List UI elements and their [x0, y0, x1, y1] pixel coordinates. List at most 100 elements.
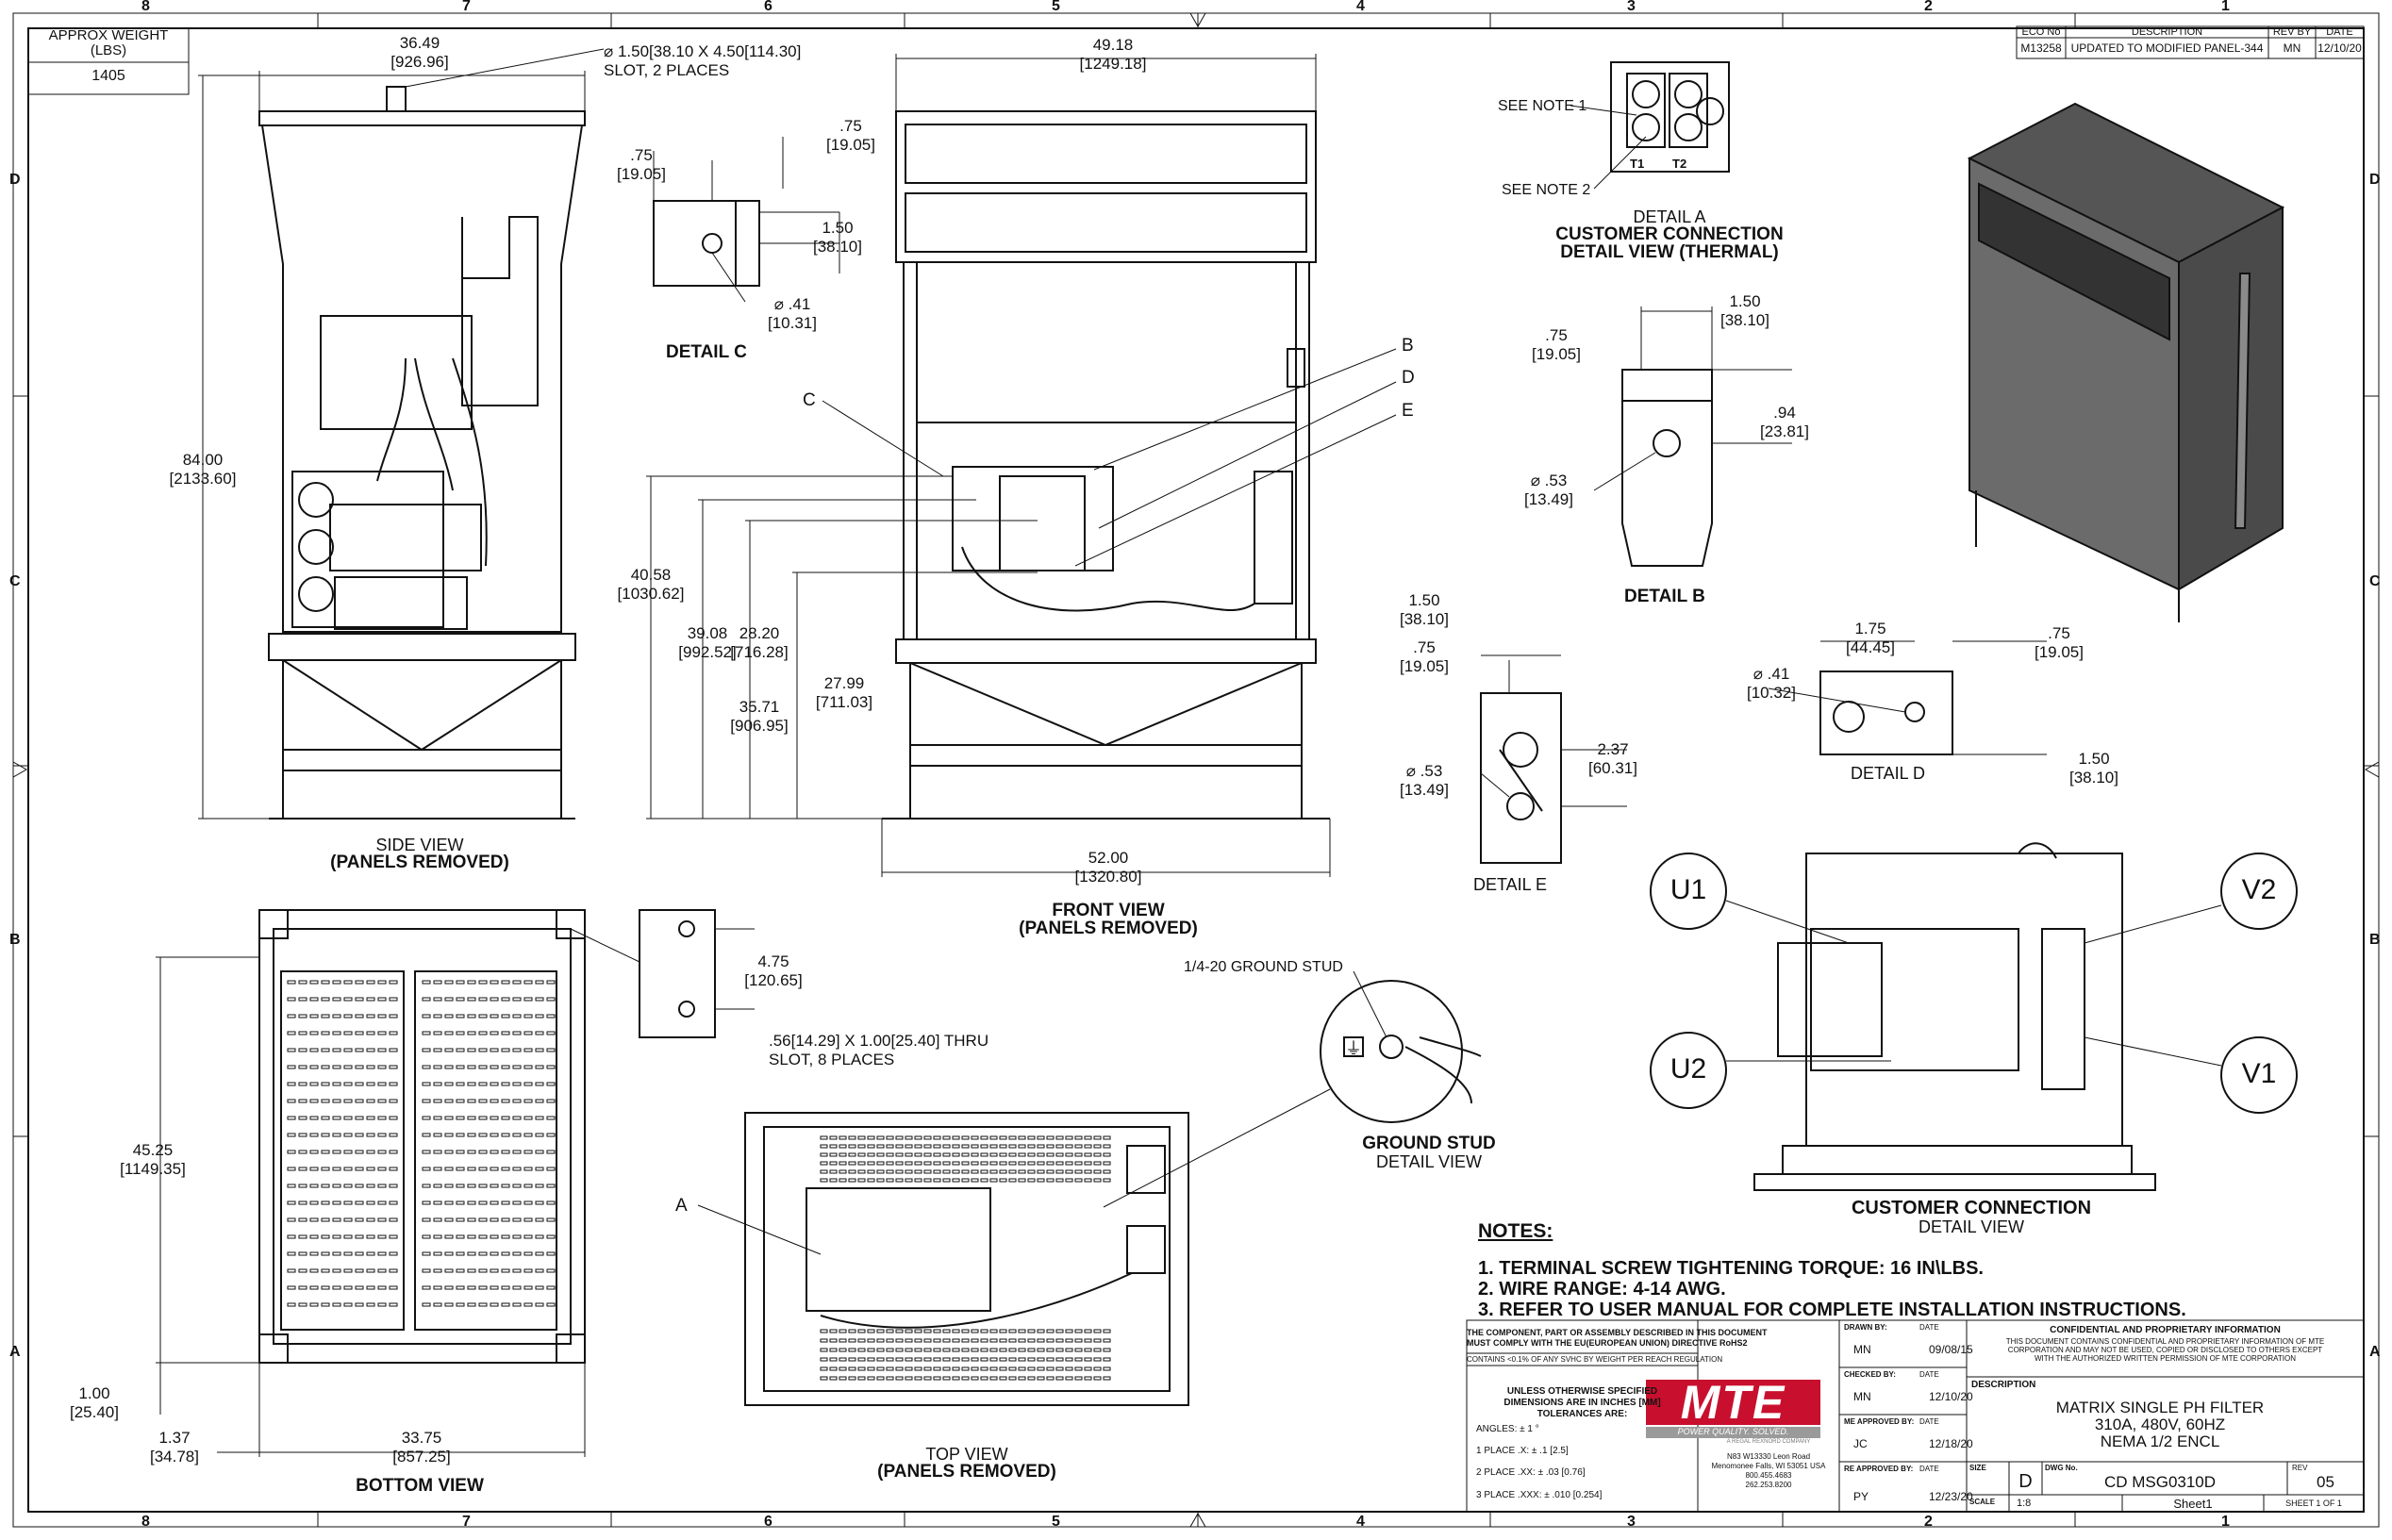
rev-header-description: DESCRIPTION — [2131, 26, 2203, 38]
see-note-1-label: SEE NOTE 1 — [1498, 98, 1587, 114]
ground-symbol-icon: ⏚ — [1345, 1039, 1362, 1058]
dim-bottom-100-mm: [25.40] — [70, 1403, 119, 1421]
zone-label-bottom-8: 8 — [141, 1514, 150, 1530]
detail-e-title: DETAIL E — [1473, 875, 1548, 894]
detail-a-line3: DETAIL VIEW (THERMAL) — [1560, 242, 1779, 262]
dim-detail-c-150-mm: [38.10] — [813, 238, 862, 256]
weight-label-line2: (LBS) — [90, 42, 127, 58]
detail-d-title: DETAIL D — [1851, 764, 1926, 783]
rev-header-rev-by: REV BY — [2272, 26, 2312, 38]
dim-height-28-mm: [716.28] — [730, 643, 789, 661]
dim-detail-e-75-mm: [19.05] — [1400, 657, 1449, 675]
revision-number: 05 — [2317, 1473, 2334, 1491]
top-view-subtitle: (PANELS REMOVED) — [877, 1462, 1056, 1482]
re-approved-label: RE APPROVED BY: — [1844, 1465, 1914, 1473]
side-view-title: SIDE VIEW — [375, 836, 464, 854]
zone-label-left-c: C — [9, 573, 21, 589]
tolerance-line-3: TOLERANCES ARE: — [1537, 1409, 1628, 1419]
drawing-size: D — [2018, 1471, 2033, 1492]
description-label: DESCRIPTION — [1971, 1380, 2036, 1390]
dim-detail-c-dia41-mm: [10.31] — [768, 314, 817, 332]
callout-a: A — [675, 1196, 688, 1216]
dim-detail-d-dia41-in: ⌀ .41 — [1752, 665, 1790, 683]
tolerance-line-2: DIMENSIONS ARE IN INCHES [MM] — [1503, 1398, 1661, 1408]
dim-front-base-in: 52.00 — [1088, 849, 1129, 867]
dim-detail-b-150-mm: [38.10] — [1720, 311, 1769, 329]
zone-label-right-d: D — [2369, 172, 2381, 188]
dim-height-40-in: 40.58 — [630, 566, 672, 584]
me-approved-date: 12/18/20 — [1929, 1437, 1973, 1450]
dim-detail-b-150-in: 1.50 — [1729, 292, 1761, 310]
dim-slot: ⌀ 1.50[38.10 X 4.50[114.30]SLOT, 2 PLACE… — [604, 42, 801, 80]
dim-detail-e-dia53-mm: [13.49] — [1400, 781, 1449, 799]
callout-b: B — [1402, 336, 1414, 356]
zone-label-top-6: 6 — [764, 0, 772, 14]
dim-height-35-mm: [906.95] — [730, 717, 789, 735]
rev-header-date: DATE — [2326, 26, 2353, 38]
re-approved-date: 12/23/20 — [1929, 1490, 1973, 1503]
tolerance-3-place: 3 PLACE .XXX: ± .010 [0.254] — [1476, 1490, 1603, 1500]
dim-detail-c-75a-mm: [19.05] — [617, 165, 666, 183]
drawing-number: CD MSG0310D — [2103, 1473, 2217, 1491]
address-line-1: N83 W13330 Leon Road — [1726, 1452, 1811, 1461]
dim-bottom-475: 4.75[120.65] — [736, 952, 811, 990]
zone-label-bottom-3: 3 — [1627, 1514, 1636, 1530]
rev-label: REV — [2292, 1464, 2308, 1472]
confidential-line-1: THIS DOCUMENT CONTAINS CONFIDENTIAL AND … — [2005, 1337, 2325, 1346]
dim-height-35-in: 35.71 — [739, 698, 780, 716]
dim-detail-d-150-mm: [38.10] — [2069, 769, 2118, 787]
zone-label-left-d: D — [9, 172, 21, 188]
dim-detail-e-237-mm: [60.31] — [1588, 759, 1637, 777]
confidential-line-2: CORPORATION AND MAY NOT BE USED, COPIED … — [2007, 1346, 2323, 1354]
dim-bottom-100-in: 1.00 — [78, 1384, 110, 1402]
dim-detail-b-94: .94[23.81] — [1747, 404, 1822, 441]
detail-a-line1: DETAIL A — [1633, 207, 1706, 226]
dim-detail-d-dia41-mm: [10.32] — [1747, 684, 1796, 702]
dim-front-width-mm: [1249.18] — [1079, 55, 1147, 73]
front-view-subtitle: (PANELS REMOVED) — [1019, 919, 1198, 938]
dim-height-40-mm: [1030.62] — [617, 585, 685, 603]
dim-front-base-mm: [1320.80] — [1074, 868, 1142, 886]
dim-height-39-mm: [992.52] — [678, 643, 737, 661]
size-label: SIZE — [1969, 1464, 1986, 1472]
dim-detail-e-dia53: ⌀ .53[13.49] — [1387, 762, 1462, 800]
dim-bottom-3375-in: 33.75 — [401, 1429, 442, 1447]
note-item-3: 3. REFER TO USER MANUAL FOR COMPLETE INS… — [1478, 1300, 2186, 1320]
rev-date: 12/10/20 — [2317, 41, 2362, 55]
zone-label-bottom-5: 5 — [1052, 1514, 1060, 1530]
dim-height-28: 28.20[716.28] — [712, 624, 806, 662]
dim-height-39-in: 39.08 — [687, 624, 728, 642]
dim-bottom-137-in: 1.37 — [158, 1429, 191, 1447]
dim-height-27-mm: [711.03] — [815, 693, 873, 711]
dim-detail-d-175-in: 1.75 — [1854, 620, 1886, 638]
customer-connection-title: CUSTOMER CONNECTION — [1851, 1198, 2092, 1218]
dim-bottom-4525-mm: [1149.35] — [120, 1160, 186, 1178]
dim-detail-e-237-in: 2.37 — [1597, 740, 1629, 758]
me-approved-label: ME APPROVED BY: — [1844, 1417, 1915, 1426]
dim-bottom-4525-in: 45.25 — [132, 1141, 174, 1159]
checked-date-label: DATE — [1919, 1370, 1939, 1379]
front-view-title: FRONT VIEW — [1052, 901, 1165, 920]
dim-detail-c-75b-in: .75 — [839, 117, 862, 135]
callout-e: E — [1402, 401, 1414, 421]
checked-date: 12/10/20 — [1929, 1390, 1973, 1403]
dim-height-27: 27.99[711.03] — [797, 674, 891, 712]
dim-front-width-in: 49.18 — [1092, 36, 1134, 54]
me-date-label: DATE — [1919, 1417, 1939, 1426]
ground-stud-title: GROUND STUD — [1362, 1134, 1496, 1153]
dim-side-height-mm: [2133.60] — [169, 470, 237, 488]
zone-label-right-a: A — [2369, 1344, 2381, 1360]
dim-detail-b-75-in: .75 — [1545, 326, 1568, 344]
ground-stud-subtitle: DETAIL VIEW — [1375, 1152, 1483, 1171]
dim-slot-qty: SLOT, 2 PLACES — [604, 61, 730, 79]
dim-detail-c-dia41-in: ⌀ .41 — [773, 295, 811, 313]
address-line-2: Menomonee Falls, WI 53051 USA — [1711, 1462, 1826, 1470]
weight-label-line1: APPROX WEIGHT — [48, 27, 169, 43]
dim-side-width-in: 36.49 — [399, 34, 440, 52]
callout-d: D — [1402, 368, 1415, 388]
terminal-u2-label: U2 — [1669, 1053, 1707, 1085]
checked-by-label: CHECKED BY: — [1844, 1370, 1896, 1379]
dim-detail-d-75: .75[19.05] — [2021, 624, 2097, 662]
tolerance-2-place: 2 PLACE .XX: ± .03 [0.76] — [1476, 1467, 1586, 1478]
